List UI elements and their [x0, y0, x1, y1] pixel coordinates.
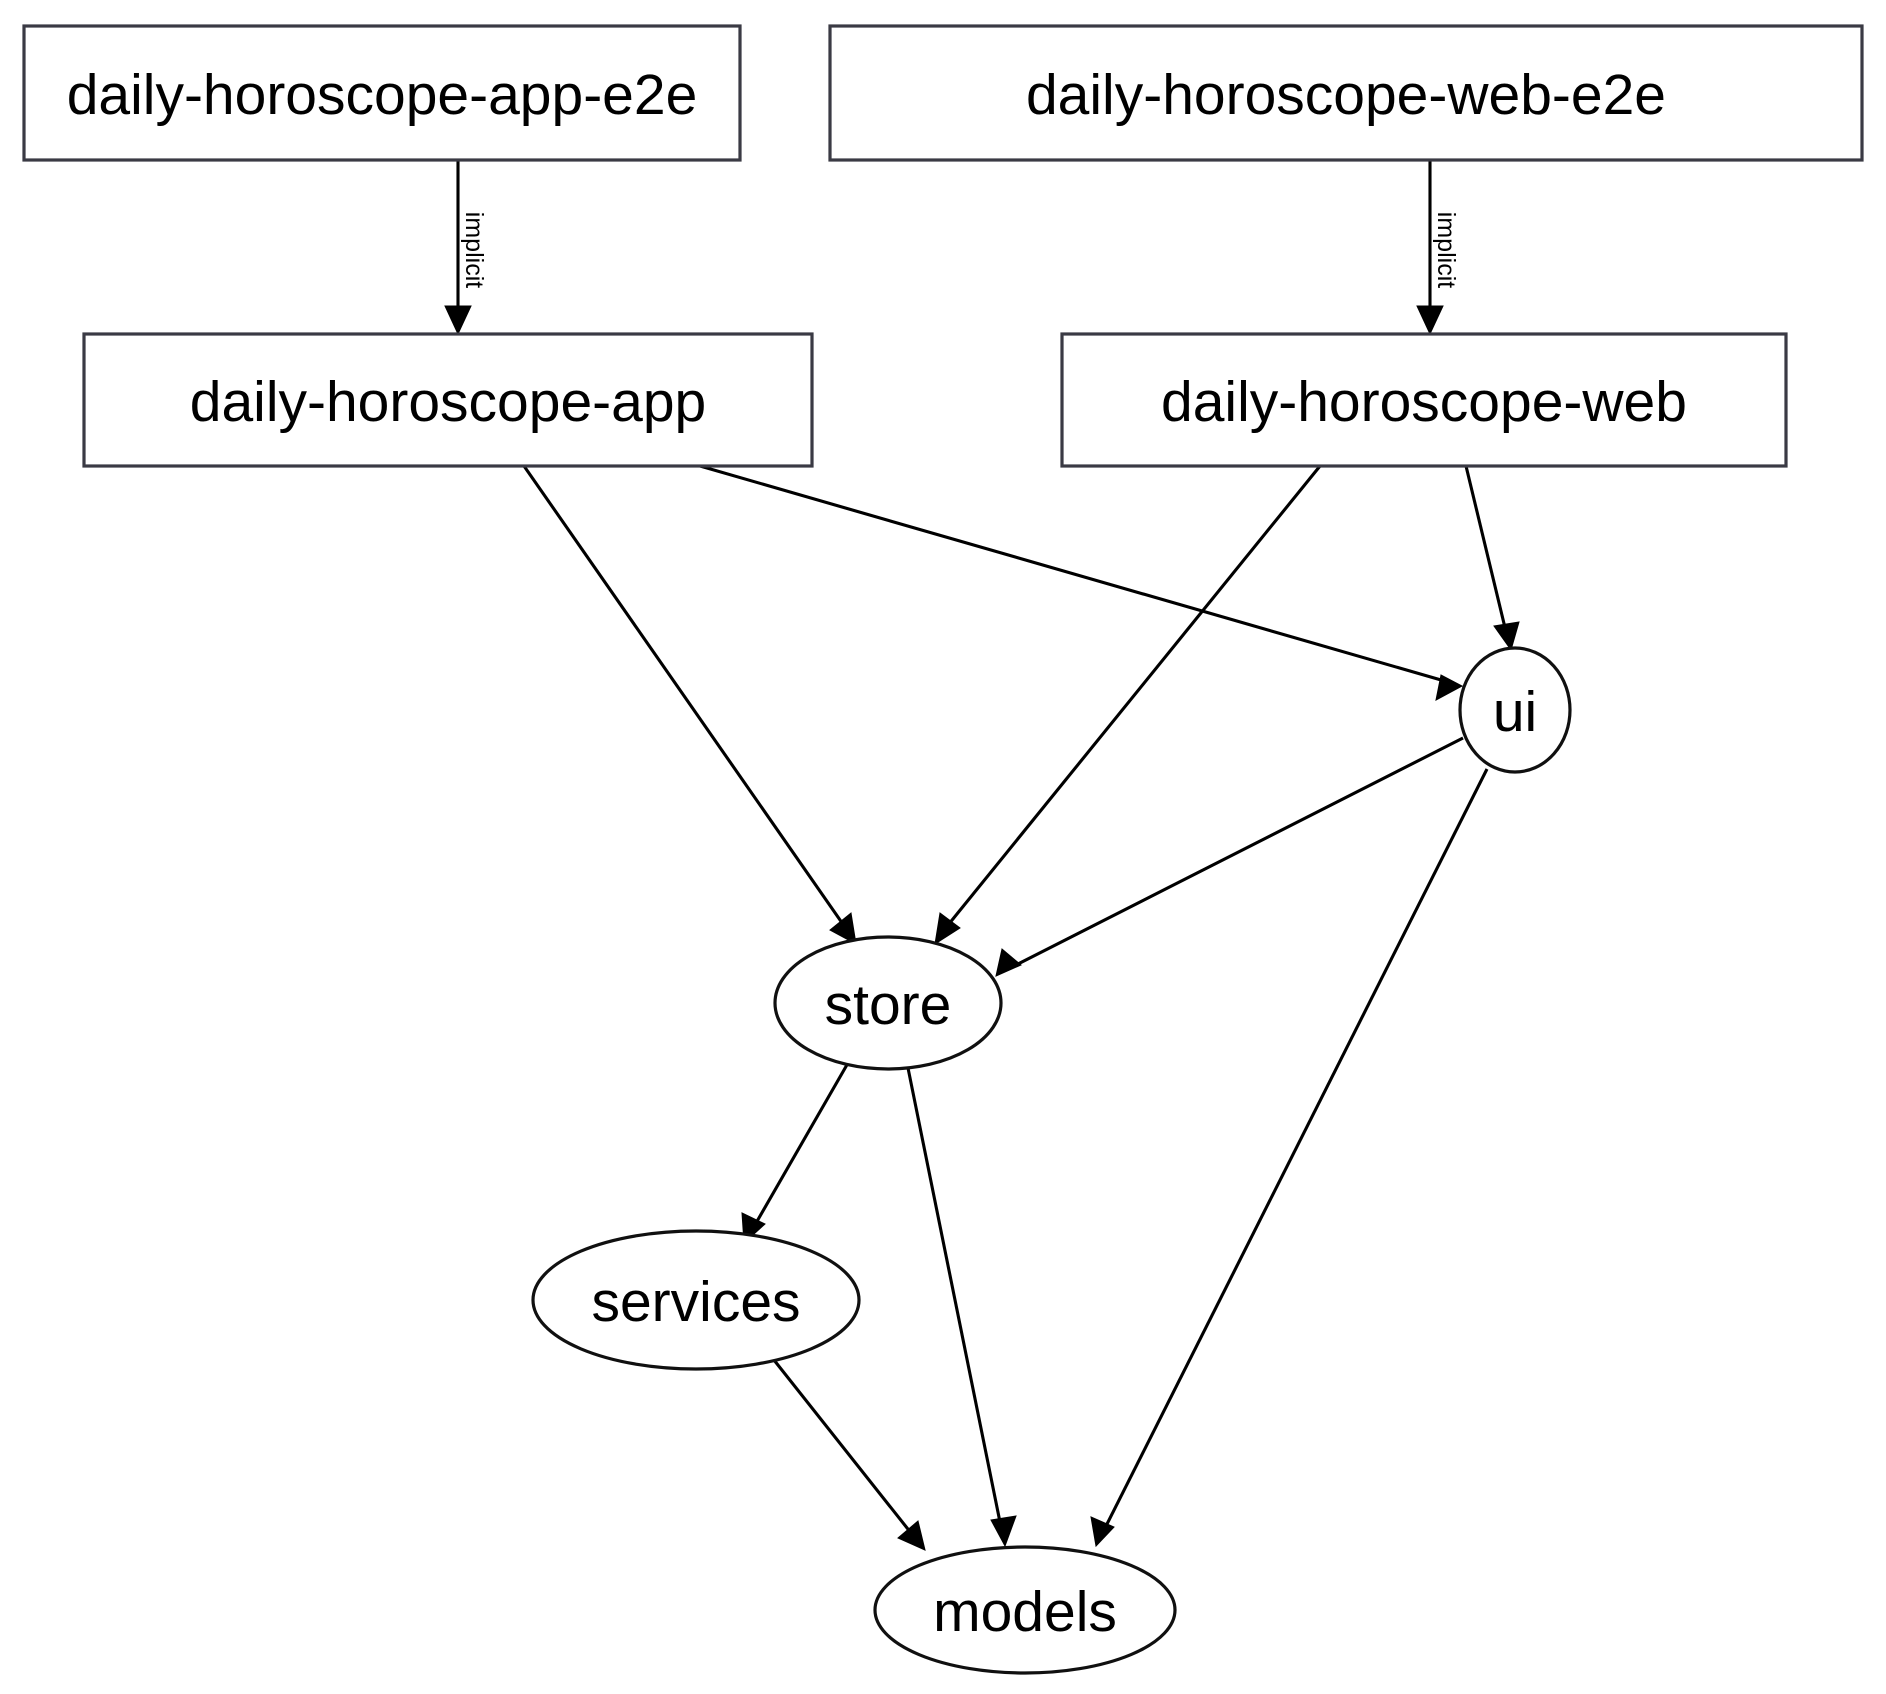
arrowhead-icon — [990, 1515, 1017, 1548]
node-box — [82, 332, 814, 468]
node-store[interactable]: store — [773, 935, 1003, 1071]
node-box — [22, 24, 742, 162]
edge-app-to-ui[interactable] — [699, 464, 1464, 701]
node-daily-horoscope-web-e2e[interactable]: daily-horoscope-web-e2e — [828, 24, 1864, 162]
node-label: daily-horoscope-web-e2e — [1026, 63, 1666, 127]
edge-app-to-store[interactable] — [522, 465, 857, 945]
arrowhead-icon — [829, 912, 857, 945]
node-label: ui — [1493, 680, 1537, 744]
edge-ui-to-store[interactable] — [995, 736, 1464, 977]
node-daily-horoscope-web[interactable]: daily-horoscope-web — [1060, 332, 1788, 468]
node-models[interactable]: models — [873, 1545, 1177, 1675]
node-box — [828, 24, 1864, 162]
edge-app-e2e-to-app[interactable]: implicit — [444, 160, 488, 336]
arrowhead-icon — [1493, 621, 1520, 652]
edge-line — [1009, 736, 1464, 970]
edge-web-to-ui[interactable] — [1464, 465, 1520, 652]
edge-line — [942, 465, 1322, 931]
arrowhead-icon — [444, 305, 472, 336]
node-ellipse — [873, 1545, 1177, 1675]
node-ui[interactable]: ui — [1458, 646, 1572, 774]
edge-services-to-models[interactable] — [768, 1354, 926, 1551]
edge-line — [750, 1062, 850, 1231]
nodes-layer: daily-horoscope-app-e2e daily-horoscope-… — [22, 24, 1864, 1675]
node-daily-horoscope-app[interactable]: daily-horoscope-app — [82, 332, 814, 468]
edge-store-to-services[interactable] — [741, 1062, 850, 1245]
node-ellipse — [773, 935, 1003, 1071]
edge-label-implicit: implicit — [1432, 212, 1460, 288]
edges-layer: implicit implicit — [444, 160, 1520, 1551]
edge-line — [768, 1354, 917, 1539]
edge-line — [906, 1067, 1004, 1533]
node-services[interactable]: services — [531, 1229, 861, 1371]
node-label: daily-horoscope-app-e2e — [67, 63, 698, 127]
node-ellipse — [1458, 646, 1572, 774]
arrowhead-icon — [934, 912, 961, 946]
edge-line — [522, 465, 849, 931]
arrowhead-icon — [1090, 1516, 1115, 1548]
edge-store-to-models[interactable] — [906, 1067, 1017, 1548]
arrowhead-icon — [897, 1520, 926, 1551]
node-label: store — [825, 973, 952, 1037]
edge-line — [1464, 465, 1509, 637]
node-label: daily-horoscope-web — [1161, 370, 1687, 434]
edge-web-to-store[interactable] — [934, 465, 1322, 946]
edge-line — [1101, 768, 1489, 1533]
node-label: models — [933, 1580, 1117, 1644]
edge-web-e2e-to-web[interactable]: implicit — [1416, 160, 1460, 336]
node-label: services — [591, 1270, 800, 1334]
node-daily-horoscope-app-e2e[interactable]: daily-horoscope-app-e2e — [22, 24, 742, 162]
edge-line — [699, 464, 1449, 684]
node-box — [1060, 332, 1788, 468]
arrowhead-icon — [1435, 674, 1464, 701]
edge-ui-to-models[interactable] — [1090, 768, 1489, 1548]
node-ellipse — [531, 1229, 861, 1371]
arrowhead-icon — [1416, 305, 1444, 336]
node-label: daily-horoscope-app — [190, 370, 706, 434]
edge-label-implicit: implicit — [460, 212, 488, 288]
arrowhead-icon — [995, 948, 1022, 977]
